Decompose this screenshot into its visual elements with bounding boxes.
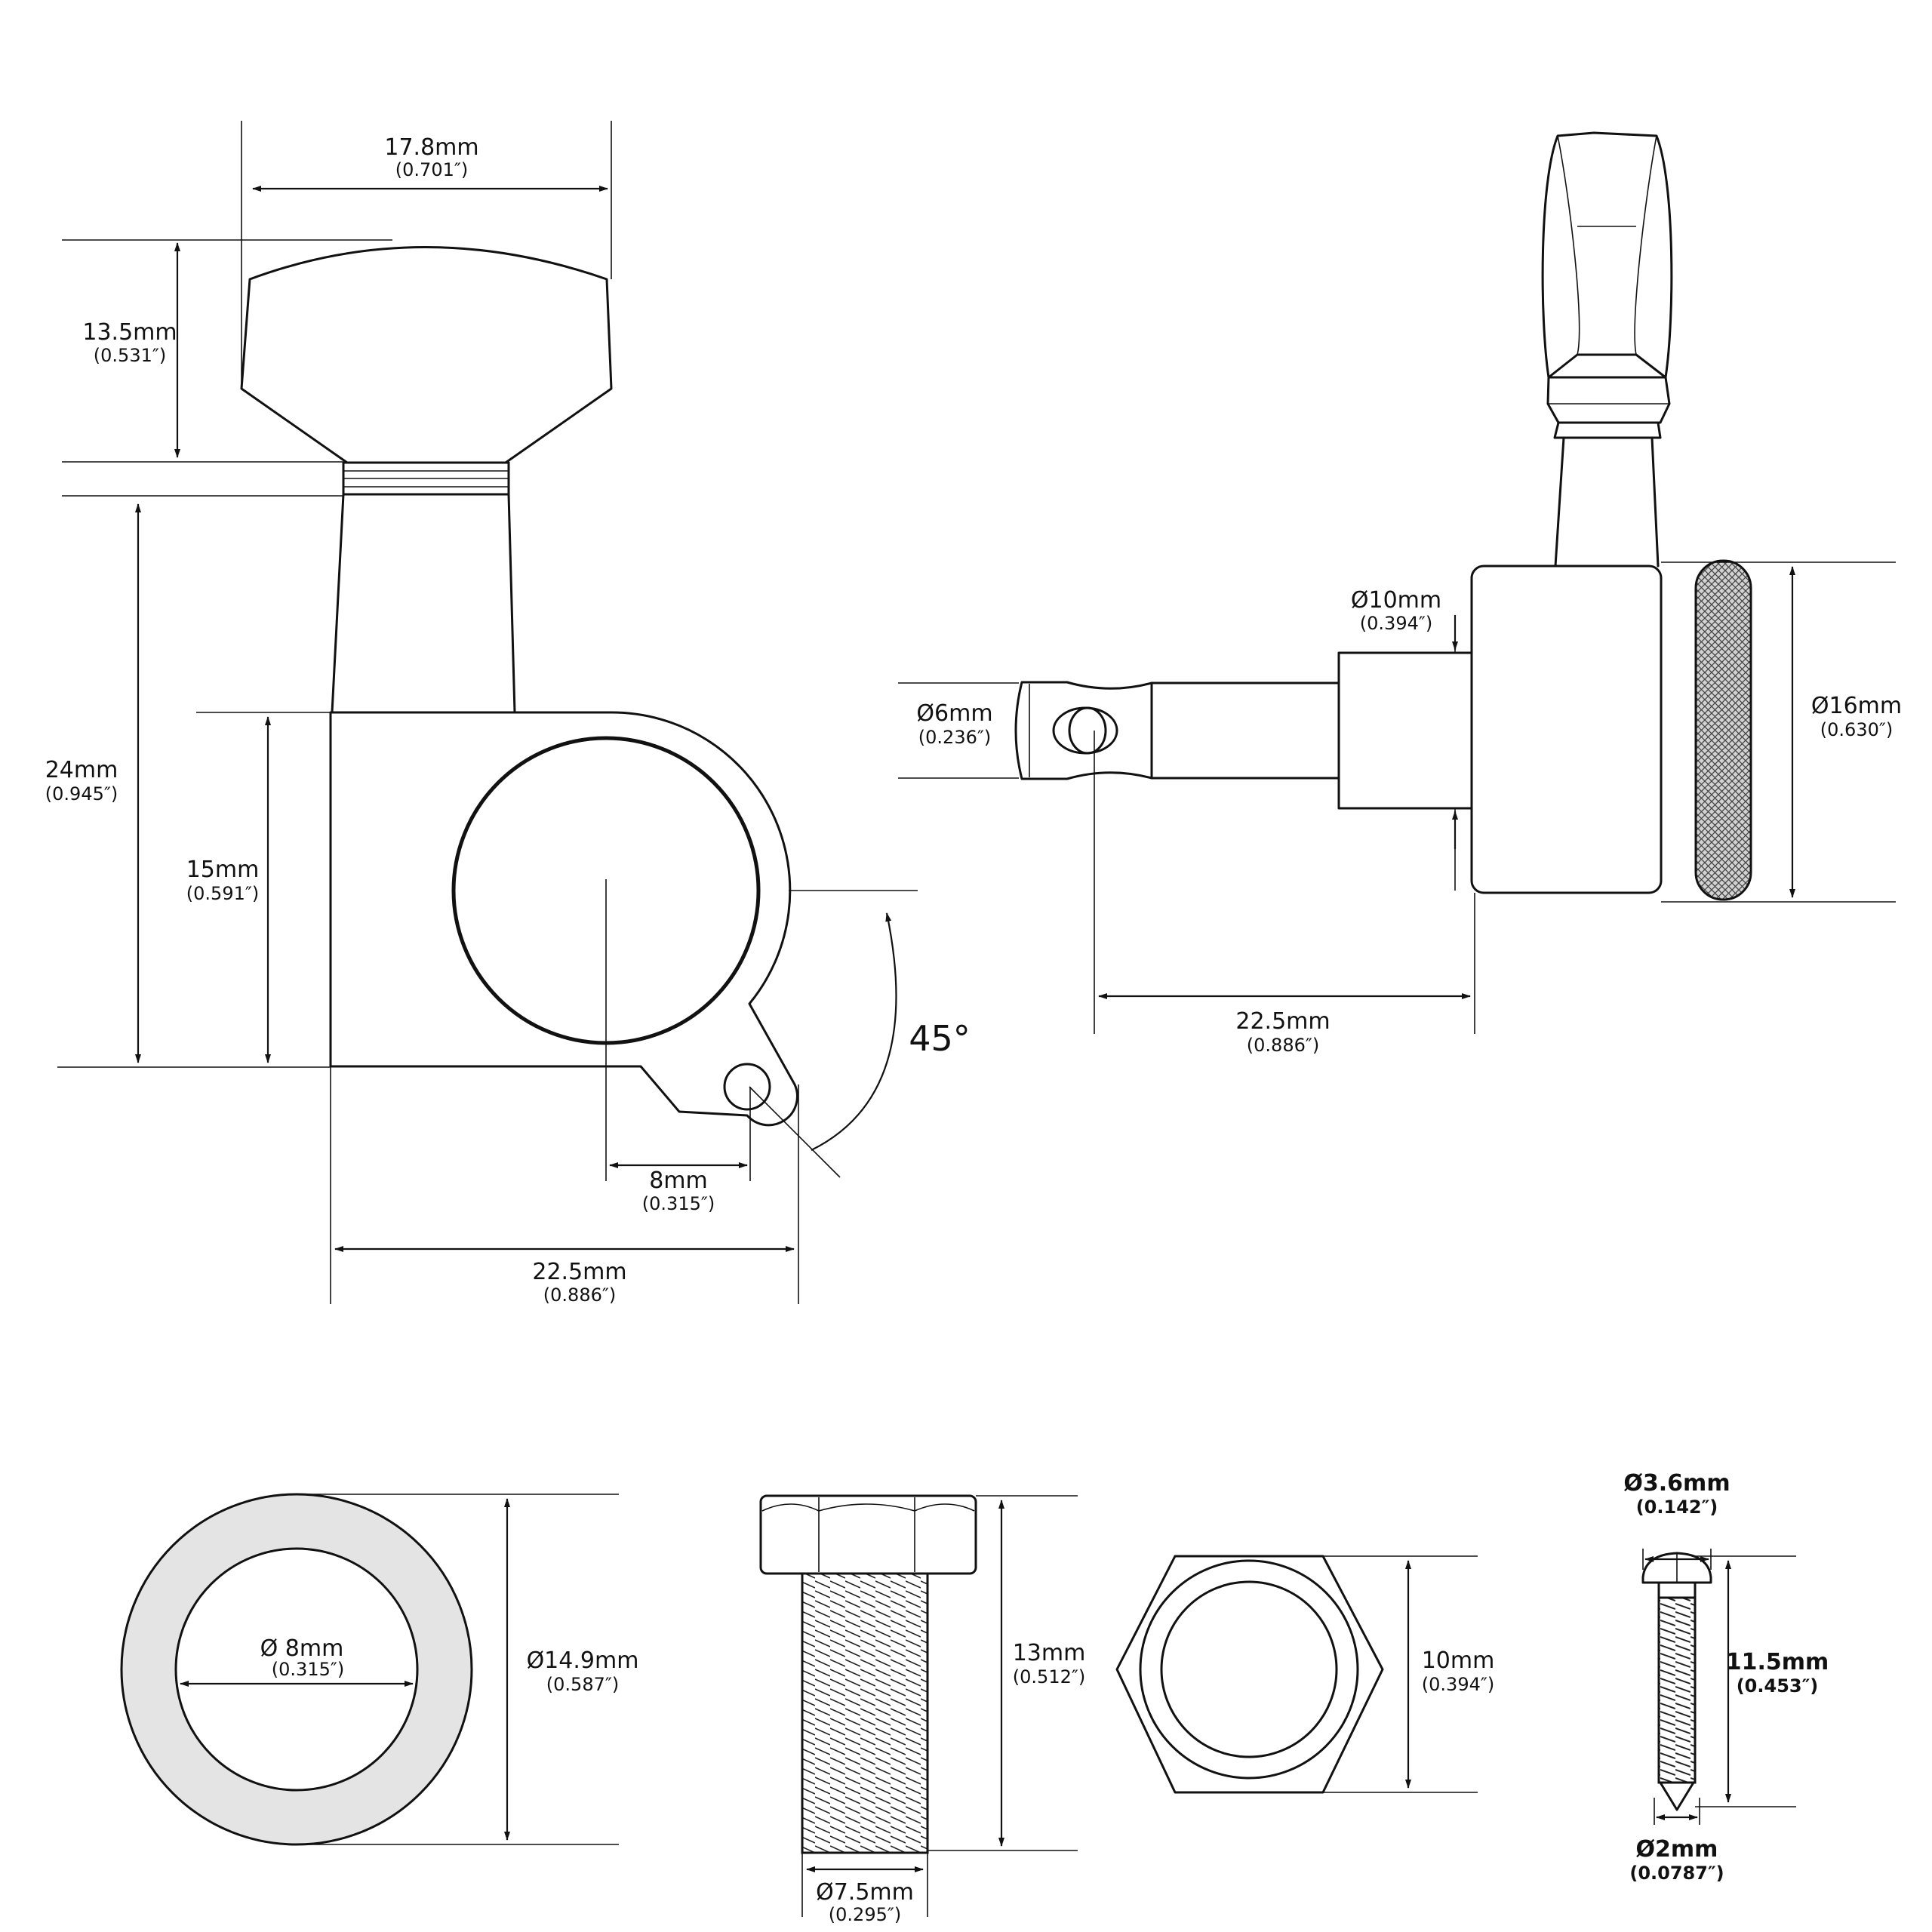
screw-head xyxy=(1641,1552,1712,1584)
tuner-housing xyxy=(329,711,798,1127)
dim-knob-height-mm: 13.5mm xyxy=(82,319,177,346)
front-view xyxy=(240,246,798,1127)
knob-collar xyxy=(342,461,510,496)
dim-housing-width-inch: (0.886″) xyxy=(543,1284,616,1306)
dim-screw-head-mm: Ø3.6mm xyxy=(1623,1470,1730,1497)
dim-housing-height-inch: (0.591″) xyxy=(186,883,259,904)
dim-washer-outer-mm: Ø14.9mm xyxy=(527,1647,639,1674)
dim-screw-tip-mm: Ø2mm xyxy=(1636,1836,1718,1863)
dim-housing-diameter-mm: Ø16mm xyxy=(1811,693,1902,719)
side-button-head xyxy=(1541,131,1673,379)
hex-nut xyxy=(1115,1555,1384,1794)
dim-bushing-diameter-inch: (0.394″) xyxy=(1360,613,1432,634)
tuner-knob xyxy=(240,246,613,464)
bolt-head xyxy=(759,1494,977,1575)
dim-post-length-inch: (0.886″) xyxy=(1247,1035,1319,1056)
dim-housing-width-mm: 22.5mm xyxy=(532,1259,626,1285)
dim-tab-angle-arc xyxy=(811,912,897,1151)
dim-screw-length-inch: (0.453″) xyxy=(1737,1675,1819,1697)
front-view-dimensions: 17.8mm (0.701″) 13.5mm (0.531″) 24mm (0.… xyxy=(45,121,971,1306)
dim-housing-diameter-inch: (0.630″) xyxy=(1820,719,1893,740)
knurled-gear-cover xyxy=(1694,559,1752,901)
washer-dimensions: Ø 8mm (0.315″) Ø14.9mm (0.587″) xyxy=(180,1494,639,1845)
dim-nut-width-mm: 10mm xyxy=(1422,1647,1495,1674)
screw-tip xyxy=(1659,1781,1695,1811)
side-bushing xyxy=(1337,651,1473,810)
dim-bolt-diameter-mm: Ø7.5mm xyxy=(816,1879,914,1906)
bolt xyxy=(759,1494,977,1854)
dim-screw-length-mm: 11.5mm xyxy=(1726,1649,1829,1675)
dim-bolt-diameter-inch: (0.295″) xyxy=(829,1904,901,1925)
nut-rim xyxy=(1139,1559,1359,1780)
dim-shaft-height-mm: 24mm xyxy=(45,757,118,783)
side-view xyxy=(1014,131,1752,901)
side-button-neck xyxy=(1546,376,1671,424)
tuner-shaft xyxy=(331,493,516,714)
nut-bore xyxy=(1160,1580,1338,1758)
screw-dimensions: Ø3.6mm (0.142″) 11.5mm (0.453″) Ø2mm (0.… xyxy=(1623,1470,1829,1884)
wood-screw xyxy=(1641,1552,1712,1811)
dim-shaft-height-inch: (0.945″) xyxy=(45,783,118,804)
dim-knob-height-inch: (0.531″) xyxy=(94,345,166,366)
string-post xyxy=(1150,681,1340,780)
dim-post-length-mm: 22.5mm xyxy=(1235,1008,1330,1035)
dim-bolt-length-mm: 13mm xyxy=(1013,1640,1086,1666)
dim-nut-width-inch: (0.394″) xyxy=(1422,1674,1494,1695)
washer-hole xyxy=(174,1547,419,1792)
dim-post-diameter-mm: Ø6mm xyxy=(916,700,992,727)
dim-knob-width-mm: 17.8mm xyxy=(384,134,478,161)
dim-post-diameter-inch: (0.236″) xyxy=(918,727,991,748)
post-neck xyxy=(1066,681,1153,780)
dim-tab-offset-mm: 8mm xyxy=(649,1168,708,1194)
screw-threads xyxy=(1657,1596,1697,1784)
screw-shank xyxy=(1657,1581,1697,1599)
dim-bushing-diameter-mm: Ø10mm xyxy=(1351,587,1441,614)
dim-bolt-length-inch: (0.512″) xyxy=(1013,1666,1085,1687)
side-shaft xyxy=(1553,421,1662,568)
dim-tab-offset-inch: (0.315″) xyxy=(642,1193,715,1214)
side-view-dimensions: Ø16mm (0.630″) Ø10mm (0.394″) Ø6mm (0.23… xyxy=(898,561,1902,1056)
string-hole xyxy=(1052,706,1118,755)
dim-washer-inner-inch: (0.315″) xyxy=(272,1659,344,1680)
dim-knob-width-inch: (0.701″) xyxy=(395,159,468,180)
mounting-screw-hole xyxy=(723,1063,771,1111)
dim-washer-inner-mm: Ø 8mm xyxy=(260,1635,344,1662)
dim-tab-angle: 45° xyxy=(909,1018,971,1059)
dim-housing-height-mm: 15mm xyxy=(186,857,260,883)
bolt-dimensions: 13mm (0.512″) Ø7.5mm (0.295″) xyxy=(801,1495,1086,1925)
dim-screw-tip-inch: (0.0787″) xyxy=(1629,1863,1724,1884)
side-housing xyxy=(1470,565,1663,894)
post-cap xyxy=(1014,681,1069,780)
dim-washer-outer-inch: (0.587″) xyxy=(546,1674,619,1695)
bolt-threads xyxy=(801,1572,929,1854)
dim-screw-head-inch: (0.142″) xyxy=(1636,1497,1718,1518)
nut-dimensions: 10mm (0.394″) xyxy=(1323,1555,1495,1793)
